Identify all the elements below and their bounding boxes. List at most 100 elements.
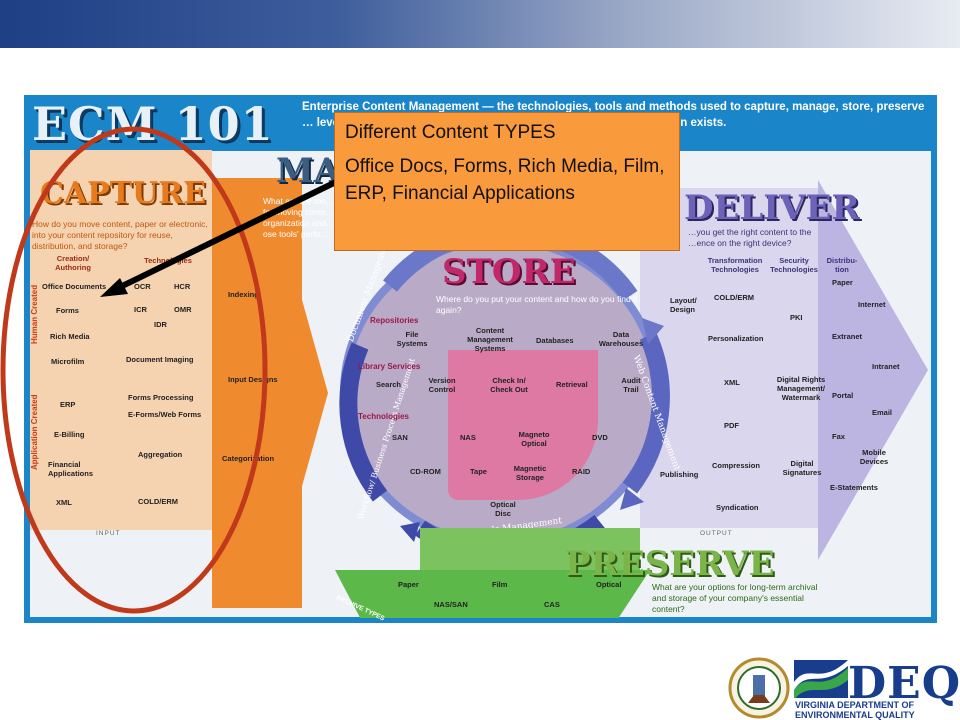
capture-item: Microfilm: [51, 357, 85, 366]
store-heading: STORE: [442, 252, 576, 292]
store-repositories: Repositories: [370, 316, 419, 325]
deliver-col-transform: Transformation Technologies: [707, 256, 763, 274]
preserve-box: [420, 528, 640, 573]
capture-col-creation: Creation/ Authoring: [55, 254, 91, 272]
capture-question: How do you move content, paper or electr…: [32, 219, 208, 251]
manage-item: Input Designs: [228, 375, 278, 384]
store-library-item: Retrieval: [556, 380, 588, 389]
store-technologies: Technologies: [358, 412, 409, 421]
capture-item: Forms: [56, 306, 79, 315]
deliver-col-distribution: Distribu- tion: [826, 256, 858, 274]
capture-tech: IDR: [154, 320, 167, 329]
preserve-item: Film: [492, 580, 508, 589]
store-question: Where do you put your content and how do…: [436, 294, 638, 315]
capture-tech: COLD/ERM: [138, 497, 178, 506]
deq-subtitle-2: ENVIRONMENTAL QUALITY: [795, 710, 915, 720]
capture-tech: OMR: [174, 305, 192, 314]
capture-item: ERP: [60, 400, 76, 409]
preserve-item: Optical: [596, 580, 622, 589]
capture-tech: E-Forms/Web Forms: [128, 410, 202, 419]
store-repo-item: Data Warehouses: [598, 330, 644, 348]
store-tech-item: RAID: [572, 467, 591, 476]
capture-tech: Document Imaging: [126, 355, 194, 364]
deq-river-logo: [794, 660, 848, 698]
ring-workflow: [339, 342, 388, 502]
deliver-dist-item: Paper: [832, 278, 853, 287]
deliver-layout: Layout/ Design: [670, 296, 697, 314]
poster-title: ECM 101: [32, 97, 274, 151]
ring-arrowhead: [620, 488, 644, 510]
store-tech-item: CD-ROM: [410, 467, 441, 476]
preserve-heading: PRESERVE: [565, 544, 775, 584]
deliver-transform-item: XML: [724, 378, 740, 387]
deliver-dist-item: Email: [872, 408, 893, 417]
deliver-dist-item: Portal: [832, 391, 854, 400]
capture-item: XML: [56, 498, 72, 507]
capture-item: Office Documents: [42, 282, 107, 291]
store-inner-highlight: [448, 350, 598, 500]
preserve-band: [335, 570, 650, 618]
capture-heading: CAPTURE: [40, 176, 206, 211]
preserve-item: NAS/SAN: [434, 600, 468, 609]
deliver-transform-item: Syndication: [716, 503, 759, 512]
callout-arrowhead: [100, 278, 128, 297]
store-tech-item: Tape: [470, 467, 487, 476]
capture-tech: OCR: [134, 282, 151, 291]
store-tech-item: SAN: [392, 433, 408, 442]
store-tech-item: DVD: [592, 433, 608, 442]
ring-arrowhead: [400, 522, 420, 542]
manage-arrow: [268, 178, 328, 608]
deliver-security-item: Digital Signatures: [782, 459, 822, 477]
deliver-dist-item: Mobile Devices: [859, 448, 889, 466]
callout-body: Office Docs, Forms, Rich Media, Film, ER…: [345, 156, 665, 204]
store-library-item: Check In/ Check Out: [490, 376, 528, 394]
store-tech-item: Optical Disc: [490, 500, 516, 518]
deliver-dist-item: Internet: [858, 300, 886, 309]
store-repo-item: Databases: [536, 336, 574, 345]
store-tech-item: Magneto Optical: [518, 430, 550, 448]
virginia-seal-logo: [728, 657, 790, 719]
content-types-callout: Different Content TYPES Office Docs, For…: [334, 112, 680, 251]
deq-subtitle-1: VIRGINIA DEPARTMENT OF: [795, 700, 914, 710]
capture-tech: HCR: [174, 282, 191, 291]
callout-arrow-line: [112, 177, 342, 293]
store-library-item: Version Control: [428, 376, 456, 394]
deliver-dist-item: Extranet: [832, 332, 863, 341]
deliver-transform-item: Personalization: [708, 334, 764, 343]
store-tech-item: Magnetic Storage: [513, 464, 547, 482]
manage-item: Indexing: [228, 290, 259, 299]
deliver-output-label: OUTPUT: [700, 530, 733, 537]
deliver-security-item: PKI: [790, 313, 803, 322]
slide-header-bar: [0, 0, 960, 48]
manage-item: Categorization: [222, 454, 275, 463]
store-library-item: Search: [376, 380, 402, 389]
capture-item: E-Billing: [54, 430, 85, 439]
highlight-ellipse: [0, 126, 268, 614]
ring-web-content: [622, 332, 670, 494]
deliver-dist-item: E-Statements: [830, 483, 878, 492]
capture-tech: Aggregation: [138, 450, 183, 459]
store-tech-item: NAS: [460, 433, 476, 442]
capture-tech: Forms Processing: [128, 393, 194, 402]
capture-tech: ICR: [134, 305, 147, 314]
deliver-arrow: [818, 180, 928, 560]
deliver-transform-item: COLD/ERM: [714, 293, 754, 302]
deliver-publishing: Publishing: [660, 470, 699, 479]
deliver-question: …you get the right content to the …ence …: [688, 227, 812, 248]
deliver-transform-item: Compression: [712, 461, 760, 470]
deliver-security-item: Digital Rights Management/ Watermark: [776, 375, 826, 402]
store-repo-item: Content Management Systems: [467, 326, 513, 353]
preserve-item: Paper: [398, 580, 419, 589]
deq-logo-text: DEQ: [848, 658, 960, 709]
preserve-question: What are your options for long-term arch…: [652, 582, 818, 614]
deliver-heading: DELIVER: [684, 188, 860, 228]
capture-input-label: INPUT: [96, 530, 121, 537]
capture-panel: [30, 150, 212, 530]
deliver-dist-item: Intranet: [872, 362, 900, 371]
deliver-transform-item: PDF: [724, 421, 739, 430]
deliver-col-security: Security Technologies: [770, 256, 818, 274]
ring-arrowhead: [642, 318, 664, 344]
store-repo-item: File Systems: [396, 330, 428, 348]
capture-item: Financial Applications: [48, 460, 94, 478]
